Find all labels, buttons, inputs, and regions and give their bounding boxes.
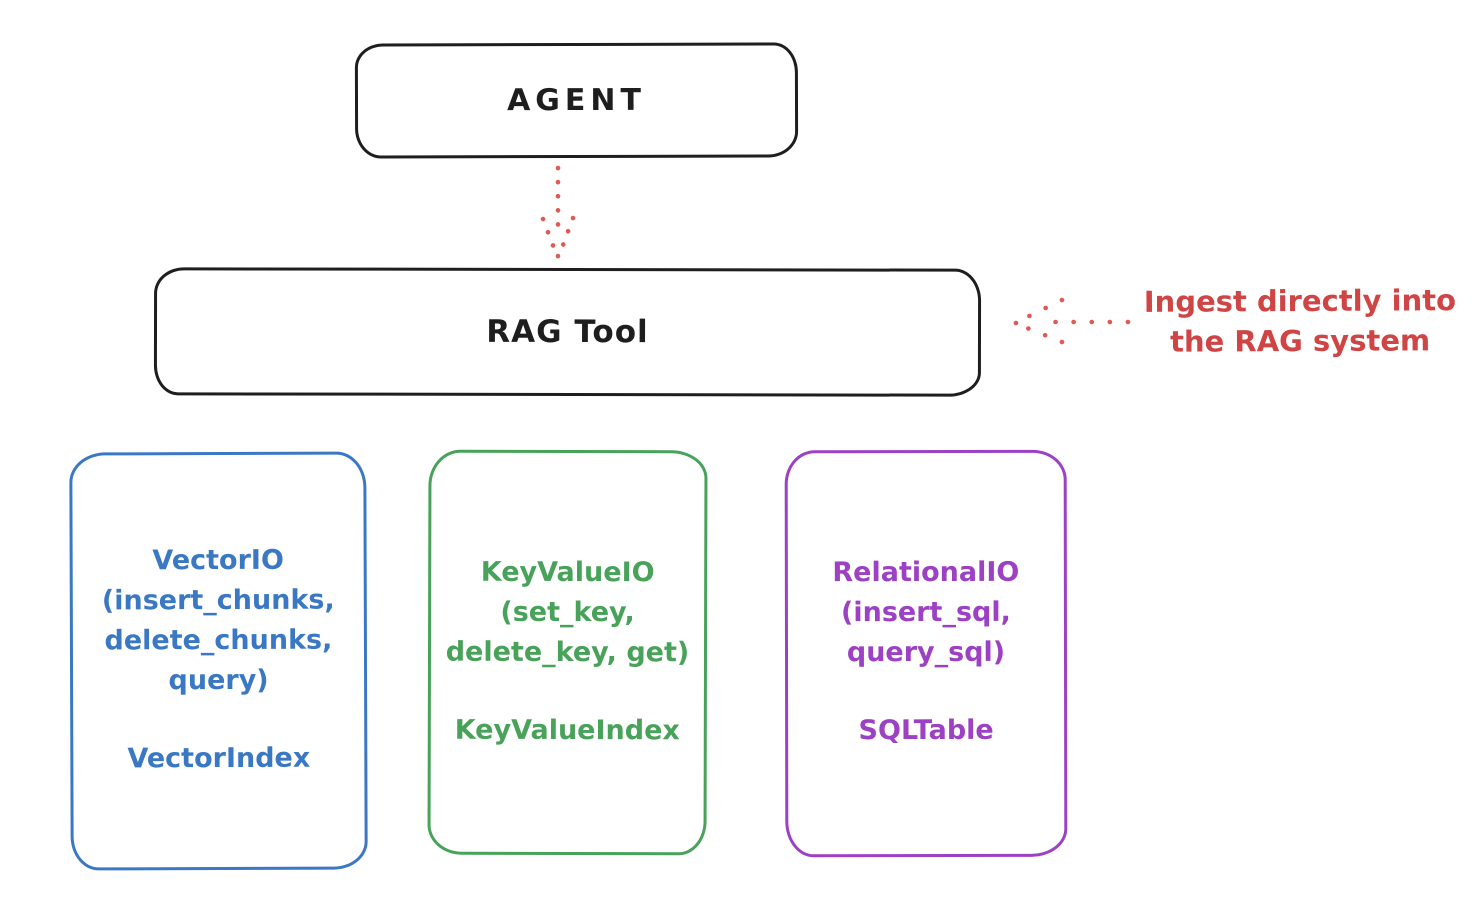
storage-box-relational-io: RelationalIO(insert_sql,query_sql) SQLTa… bbox=[784, 449, 1068, 858]
storage-box-vector-io: VectorIO(insert_chunks,delete_chunks,que… bbox=[69, 451, 368, 871]
rag-tool-node: RAG Tool bbox=[153, 267, 982, 397]
vector-io-methods: VectorIO(insert_chunks,delete_chunks,que… bbox=[101, 544, 335, 697]
keyvalue-io-index-label: KeyValueIndex bbox=[454, 714, 680, 747]
agent-to-rag-dotted-arrow bbox=[540, 165, 576, 260]
agent-node-label: AGENT bbox=[507, 82, 646, 119]
vector-io-index-label: VectorIndex bbox=[127, 742, 311, 775]
ingest-to-rag-dotted-arrow bbox=[1012, 297, 1131, 345]
agent-node: AGENT bbox=[354, 42, 799, 159]
relational-io-methods: RelationalIO(insert_sql,query_sql) bbox=[832, 556, 1020, 669]
keyvalue-io-methods: KeyValueIO(set_key,delete_key, get) bbox=[445, 556, 690, 669]
storage-box-keyvalue-io: KeyValueIO(set_key,delete_key, get) KeyV… bbox=[427, 449, 708, 856]
relational-io-index-label: SQLTable bbox=[858, 714, 994, 747]
rag-tool-node-label: RAG Tool bbox=[486, 313, 649, 351]
